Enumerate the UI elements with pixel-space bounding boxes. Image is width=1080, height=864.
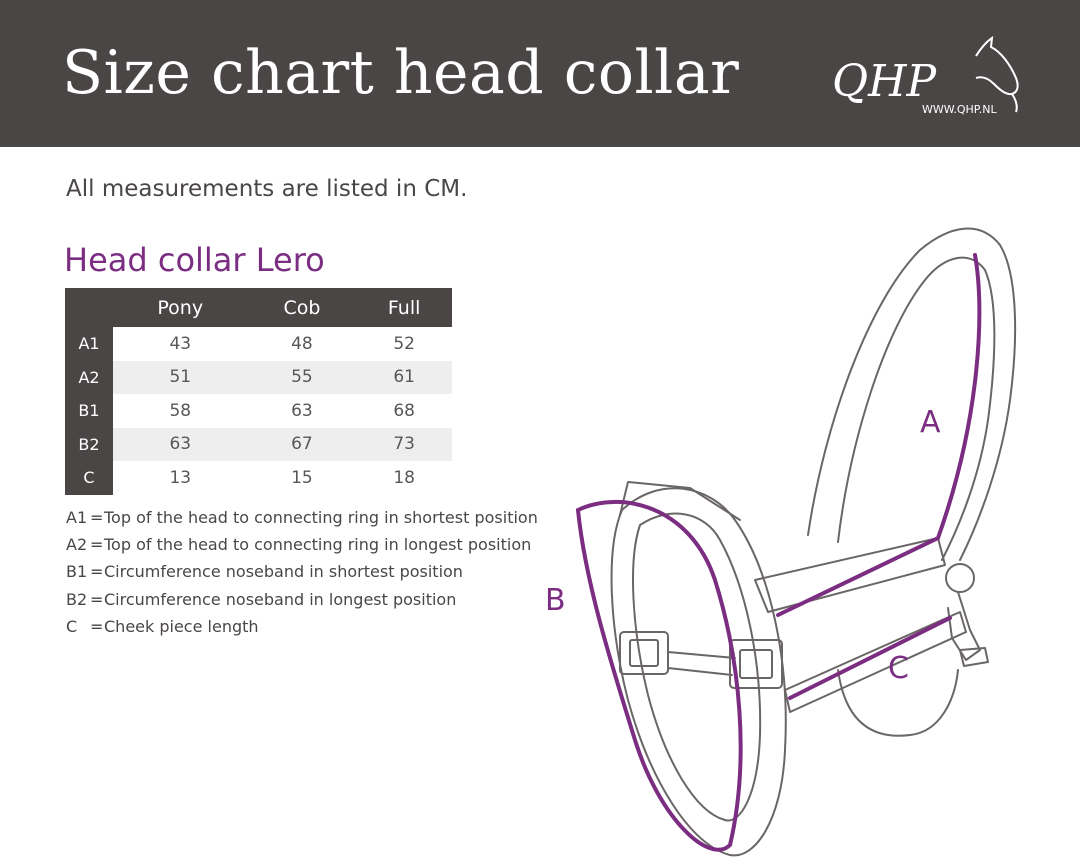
legend-key: C <box>66 616 78 636</box>
noseband-inner-outline <box>632 512 762 822</box>
column-header-cob: Cob <box>247 288 357 327</box>
legend-item: B1 = Circumference noseband in shortest … <box>66 558 538 585</box>
crown-outer-outline <box>807 227 1017 561</box>
table-cell: 58 <box>169 400 192 421</box>
table-cell: 52 <box>393 333 415 354</box>
product-title: Head collar Lero <box>64 241 325 279</box>
measure-line-a <box>776 253 982 617</box>
nose-side-strap <box>667 651 736 659</box>
legend-key: A1 <box>66 508 88 528</box>
header-banner: Size chart head collar QHP WWW.QHP.NL <box>0 0 1080 147</box>
table-cell: 63 <box>113 427 248 461</box>
row-label: A2 <box>65 360 113 394</box>
logo-url: WWW.QHP.NL <box>922 103 997 116</box>
legend-text: Circumference noseband in longest positi… <box>104 589 457 609</box>
legend-separator: = <box>90 589 104 609</box>
left-buckle-inner <box>629 639 659 667</box>
legend-item: C = Cheek piece length <box>66 613 538 640</box>
legend-separator: = <box>90 508 104 528</box>
table-row: A2 51 55 61 <box>65 360 452 394</box>
right-buckle-inner <box>739 649 773 679</box>
table-cell: 68 <box>393 400 415 421</box>
legend-list: A1 = Top of the head to connecting ring … <box>66 504 538 640</box>
snap-hook-loop <box>959 647 989 667</box>
legend-separator: = <box>90 616 104 636</box>
throat-strap-outline <box>837 669 959 737</box>
nose-top-strap <box>619 481 741 521</box>
legend-text: Top of the head to connecting ring in sh… <box>104 508 538 528</box>
head-collar-diagram: A B C <box>545 227 1017 857</box>
legend-item: B2 = Circumference noseband in longest p… <box>66 586 538 613</box>
legend-key: B2 <box>66 589 88 609</box>
row-label: A1 <box>65 327 113 361</box>
cheek-strap-outline <box>754 537 946 613</box>
crown-inner-outline <box>837 256 996 561</box>
table-cell: 51 <box>113 360 248 394</box>
right-buckle <box>729 639 783 689</box>
legend-key: B1 <box>66 562 88 582</box>
table-row: A1 43 48 52 <box>65 327 452 361</box>
table-row: B2 63 67 73 <box>65 427 452 461</box>
legend-separator: = <box>90 562 104 582</box>
nose-side-strap-lower <box>667 667 733 676</box>
snap-hook <box>947 591 981 661</box>
connecting-ring <box>945 563 975 593</box>
row-label: B1 <box>65 394 113 428</box>
cheek-lower-outline <box>784 611 967 713</box>
logo-text: QHP <box>832 56 937 107</box>
table-row: B1 58 63 68 <box>65 394 452 428</box>
legend-key: A2 <box>66 535 88 555</box>
page-title: Size chart head collar <box>62 38 740 108</box>
measurement-note: All measurements are listed in CM. <box>66 176 468 202</box>
table-row: C 13 15 18 <box>65 461 452 495</box>
column-header-pony: Pony <box>113 288 248 327</box>
legend-item: A1 = Top of the head to connecting ring … <box>66 504 538 531</box>
table-cell: 73 <box>356 427 452 461</box>
legend-text: Top of the head to connecting ring in lo… <box>104 535 532 555</box>
measure-line-c <box>788 616 952 700</box>
legend-text: Cheek piece length <box>104 616 259 636</box>
qhp-logo: QHP <box>832 35 1019 113</box>
table-cell: 18 <box>393 467 415 488</box>
legend-text: Circumference noseband in shortest posit… <box>104 562 463 582</box>
table-cell: 63 <box>291 400 313 421</box>
label-b: B <box>545 583 566 618</box>
table-cell: 67 <box>247 427 357 461</box>
row-label: C <box>65 461 113 495</box>
measure-line-b <box>575 499 743 852</box>
legend-item: A2 = Top of the head to connecting ring … <box>66 531 538 558</box>
column-header-full: Full <box>356 288 452 327</box>
label-c: C <box>888 651 909 686</box>
row-label: B2 <box>65 427 113 461</box>
table-cell: 15 <box>291 467 313 488</box>
label-a: A <box>920 405 941 440</box>
table-cell: 61 <box>356 360 452 394</box>
legend-separator: = <box>90 535 104 555</box>
left-buckle <box>619 631 669 675</box>
size-table: Pony Cob Full A1 43 48 52 A2 51 55 61 B1… <box>65 288 452 495</box>
table-header-row: Pony Cob Full <box>65 288 452 327</box>
table-cell: 43 <box>169 333 192 354</box>
table-corner <box>65 288 113 327</box>
table-cell: 55 <box>247 360 357 394</box>
table-cell: 13 <box>169 467 192 488</box>
table-cell: 48 <box>291 333 313 354</box>
